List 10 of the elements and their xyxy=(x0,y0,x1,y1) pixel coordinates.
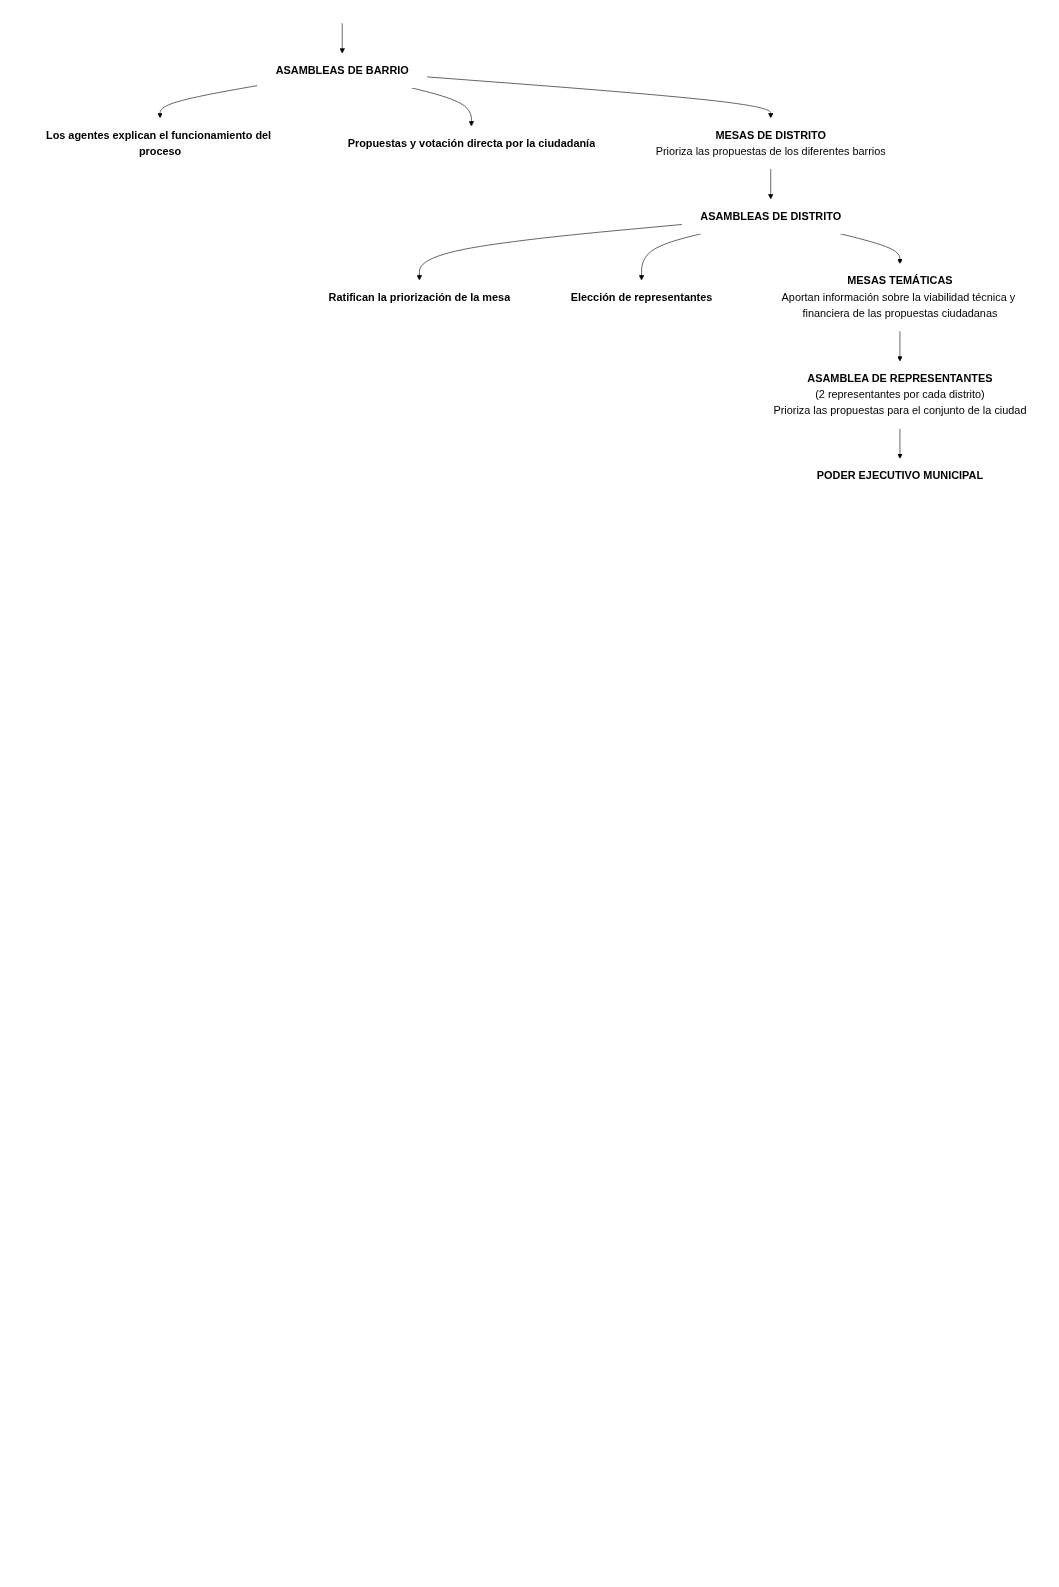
node-text: PODER EJECUTIVO MUNICIPAL xyxy=(816,469,983,482)
node-text: MESAS DE DISTRITO Prioriza las propuestas de los diferentes barrios xyxy=(655,128,886,158)
node-text: Los agentes explican el funcionamiento del proceso xyxy=(45,128,271,158)
node-text: ASAMBLEAS DE BARRIO xyxy=(275,64,409,77)
node-text: MESAS TEMÁTICAS Aportan información sobre la viabilidad técnica y financiera de las propuestas ciudadanas xyxy=(781,274,1015,320)
node-text: Propuestas y votación directa por la ciudadanía xyxy=(347,137,595,150)
node-text: ASAMBLEAS DE DISTRITO xyxy=(699,209,841,223)
node-text: ASAMBLEA DE REPRESENTANTES (2 representantes por cada distrito) Prioriza las propuestas para el conjunto de la ciudad xyxy=(772,372,1026,417)
node-text: Elección de representantes xyxy=(570,291,712,304)
node-text: Ratifican la priorización de la mesa xyxy=(328,291,510,304)
